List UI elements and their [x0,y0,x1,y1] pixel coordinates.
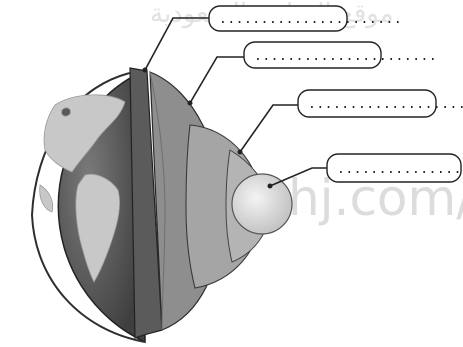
inner-core [232,174,292,234]
label-crust-text: ...................... [219,12,402,27]
label-inner-core-text: ...................... [337,162,463,177]
globe [32,70,145,342]
label-inner-core[interactable]: ...................... [327,154,463,182]
pointer-outer-core [240,105,298,152]
label-outer-core[interactable]: ...................... [298,90,463,117]
label-mantle[interactable]: ...................... [244,42,437,68]
pointer-mantle [190,57,244,103]
label-mantle-text: ...................... [254,49,437,64]
label-outer-core-text: ...................... [308,97,463,112]
